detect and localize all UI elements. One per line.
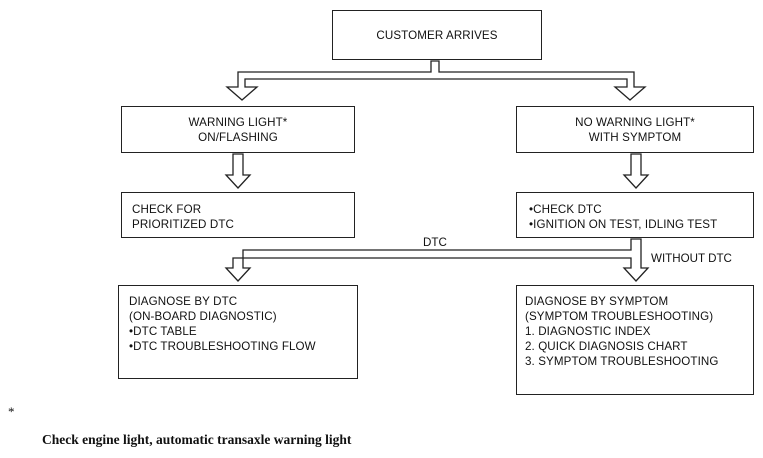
check-dtc-line-2: •IGNITION ON TEST, IDLING TEST — [529, 218, 718, 231]
diagnose-by-dtc-box: DIAGNOSE BY DTC (ON-BOARD DIAGNOSTIC) •D… — [118, 285, 358, 379]
footnote-text: Check engine light, automatic transaxle … — [42, 432, 352, 447]
footnote-marker: * — [8, 404, 15, 419]
without-dtc-label: WITHOUT DTC — [651, 252, 732, 265]
check-prioritized-dtc-line-2: PRIORITIZED DTC — [132, 218, 234, 231]
warning-light-box: WARNING LIGHT* ON/FLASHING — [121, 106, 355, 153]
check-prioritized-dtc-box: CHECK FOR PRIORITIZED DTC — [121, 192, 355, 238]
check-dtc-line-1: •CHECK DTC — [529, 203, 602, 216]
diagnose-by-symptom-line-2: (SYMPTOM TROUBLESHOOTING) — [525, 310, 714, 323]
diagnose-by-dtc-line-3: •DTC TABLE — [129, 325, 197, 338]
no-warning-light-line-1: NO WARNING LIGHT* — [575, 115, 695, 129]
customer-arrives-text: CUSTOMER ARRIVES — [376, 28, 498, 42]
right-down-arrow-1 — [622, 153, 650, 189]
diagnose-by-symptom-line-3: 1. DIAGNOSTIC INDEX — [525, 325, 651, 338]
diagnose-by-symptom-line-4: 2. QUICK DIAGNOSIS CHART — [525, 340, 688, 353]
no-warning-light-box: NO WARNING LIGHT* WITH SYMPTOM — [516, 106, 754, 153]
diagnose-by-symptom-box: DIAGNOSE BY SYMPTOM (SYMPTOM TROUBLESHOO… — [516, 285, 754, 395]
dtc-label: DTC — [423, 236, 447, 249]
diagnose-by-symptom-line-1: DIAGNOSE BY SYMPTOM — [525, 295, 669, 308]
check-prioritized-dtc-line-1: CHECK FOR — [132, 203, 202, 216]
diagnose-by-dtc-line-2: (ON-BOARD DIAGNOSTIC) — [129, 310, 277, 323]
check-dtc-box: •CHECK DTC •IGNITION ON TEST, IDLING TES… — [516, 192, 754, 238]
no-warning-light-line-2: WITH SYMPTOM — [588, 130, 682, 144]
left-down-arrow-1 — [224, 153, 252, 189]
warning-light-line-1: WARNING LIGHT* — [188, 115, 288, 129]
dtc-crossover-arrow — [224, 238, 650, 282]
split-arrow — [225, 60, 647, 101]
diagnose-by-dtc-line-1: DIAGNOSE BY DTC — [129, 295, 238, 308]
diagnose-by-dtc-line-4: •DTC TROUBLESHOOTING FLOW — [129, 340, 316, 353]
customer-arrives-box: CUSTOMER ARRIVES — [332, 10, 542, 60]
diagnose-by-symptom-line-5: 3. SYMPTOM TROUBLESHOOTING — [525, 355, 719, 368]
warning-light-line-2: ON/FLASHING — [198, 130, 278, 144]
